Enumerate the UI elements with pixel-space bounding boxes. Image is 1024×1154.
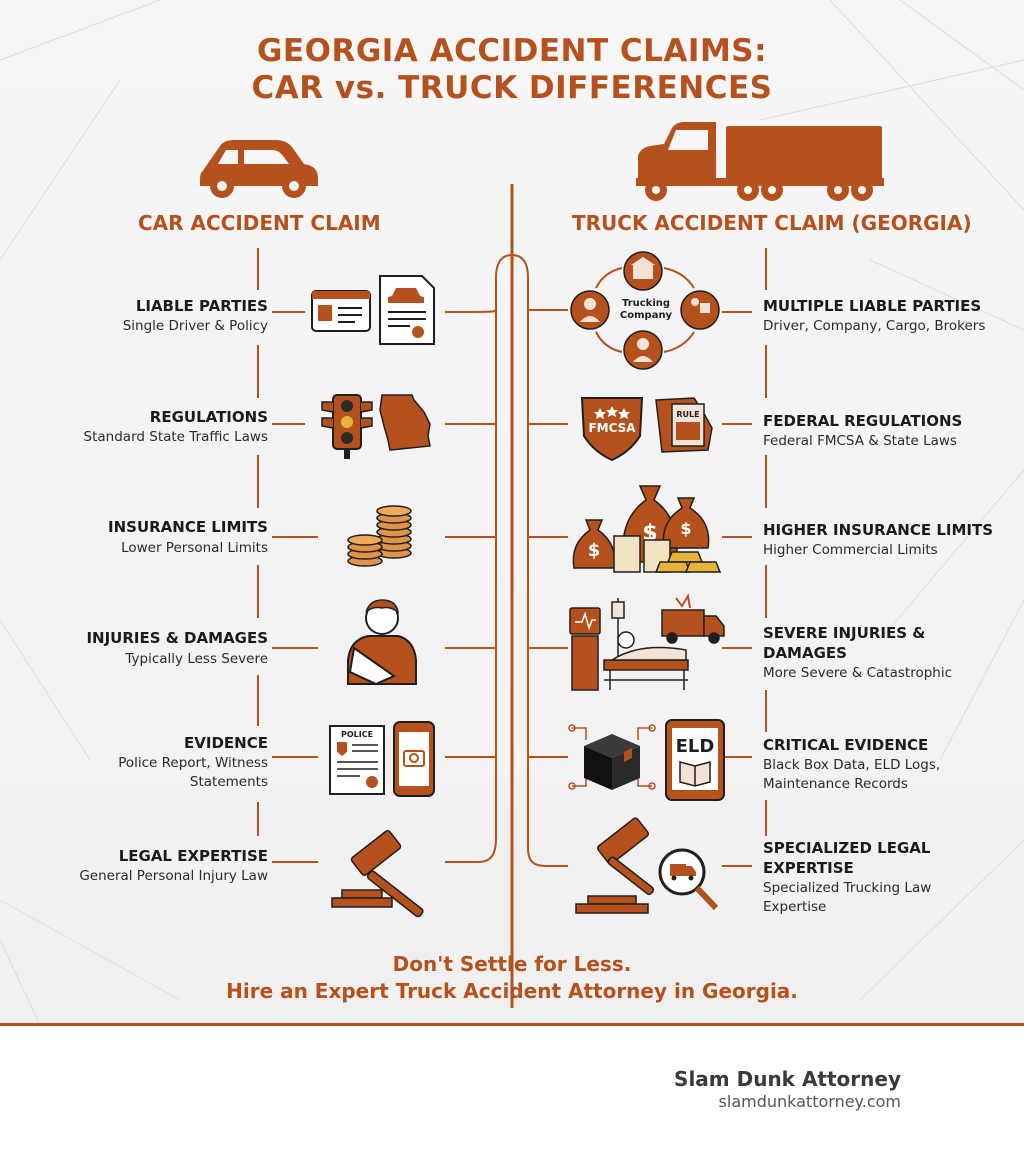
svg-text:$: $ [680,519,691,538]
truck-row-label-liable-parties: MULTIPLE LIABLE PARTIES [763,297,982,315]
trucking-company-cycle-icon: Trucking Company [570,251,720,370]
car-row-desc-regulations: Standard State Traffic Laws [83,429,268,445]
coin-stacks-icon [347,505,412,567]
car-row-label-regulations: REGULATIONS [149,408,268,426]
svg-text:$: $ [588,540,601,561]
truck-row-desc-regulations: Federal FMCSA & State Laws [763,433,957,449]
car-icon [200,140,318,198]
brand-url[interactable]: slamdunkattorney.com [718,1092,901,1111]
truck-row-label-insurance-limits: HIGHER INSURANCE LIMITS [763,521,994,539]
semi-truck-icon [636,122,884,201]
truck-row-desc-evidence-line-2: Maintenance Records [763,776,908,792]
car-row-label-liable-parties: LIABLE PARTIES [135,297,268,315]
trucking-label-line-2: Company [620,310,673,321]
black-box-icon [568,724,656,790]
brand-name: Slam Dunk Attorney [674,1067,901,1091]
cta-line-1: Don't Settle for Less. [392,952,632,976]
gavel-icon [331,830,424,918]
cta-line-2: Hire an Expert Truck Accident Attorney i… [226,979,798,1003]
truck-row-label-legal-line-1: SPECIALIZED LEGAL [763,839,931,857]
eld-tablet-icon: ELD [665,719,725,801]
injured-person-icon [347,599,417,686]
car-row-desc-evidence-line-2: Statements [189,774,268,790]
truck-row-label-injuries-line-1: SEVERE INJURIES & [763,624,926,642]
police-label: POLICE [341,730,373,739]
page-title-line-1: GEORGIA ACCIDENT CLAIMS: [256,33,768,69]
car-row-label-injuries: INJURIES & DAMAGES [86,629,268,647]
car-row-desc-evidence-line-1: Police Report, Witness [118,755,268,771]
car-row-label-insurance-limits: INSURANCE LIMITS [108,518,268,536]
truck-row-desc-injuries: More Severe & Catastrophic [763,665,952,681]
connector-lines [257,184,767,1008]
truck-row-desc-liable-parties: Driver, Company, Cargo, Brokers [763,318,986,334]
car-row-label-evidence: EVIDENCE [184,734,268,752]
car-column-heading: CAR ACCIDENT CLAIM [138,211,381,235]
row-icons: POLICE Trucking Company [311,251,725,918]
id-card-icon [311,290,371,332]
gavel-magnifier-icon [575,817,719,914]
money-bags-icon: $ $ $ [572,485,722,573]
fmcsa-label: FMCSA [588,421,636,435]
police-report-icon: POLICE [329,725,385,795]
traffic-light-icon [321,394,373,459]
georgia-state-icon [379,394,431,451]
trucking-label-line-1: Trucking [622,298,670,309]
footer-divider [0,1023,1024,1026]
hospital-patient-icon [569,598,689,691]
truck-row-label-injuries-line-2: DAMAGES [763,644,847,662]
truck-row-desc-evidence-line-1: Black Box Data, ELD Logs, [763,757,941,773]
footer-background [0,1025,1024,1154]
car-row-label-legal-expertise: LEGAL EXPERTISE [118,847,268,865]
eld-label: ELD [676,736,715,757]
truck-row-desc-insurance-limits: Higher Commercial Limits [763,542,938,558]
truck-row-label-regulations: FEDERAL REGULATIONS [763,412,963,430]
phone-camera-icon [393,721,435,797]
rule-book-icon: RULE [655,397,713,453]
truck-row-label-evidence: CRITICAL EVIDENCE [763,736,929,754]
truck-row-desc-legal-line-2: Expertise [763,899,827,915]
car-row-desc-legal-expertise: General Personal Injury Law [79,868,268,884]
car-row-desc-liable-parties: Single Driver & Policy [122,318,268,334]
background-pattern [0,0,1024,1025]
insurance-policy-icon [379,275,435,345]
truck-row-label-legal-line-2: EXPERTISE [763,859,854,877]
car-row-desc-insurance-limits: Lower Personal Limits [121,540,268,556]
crashed-truck-icon [661,593,725,644]
rule-label: RULE [676,410,699,419]
car-row-desc-injuries: Typically Less Severe [125,651,268,667]
page-title-line-2: CAR vs. TRUCK DIFFERENCES [251,70,773,106]
truck-row-desc-legal-line-1: Specialized Trucking Law [763,880,932,896]
truck-column-heading: TRUCK ACCIDENT CLAIM (GEORGIA) [572,211,972,235]
fmcsa-shield-icon: FMCSA [580,397,644,462]
